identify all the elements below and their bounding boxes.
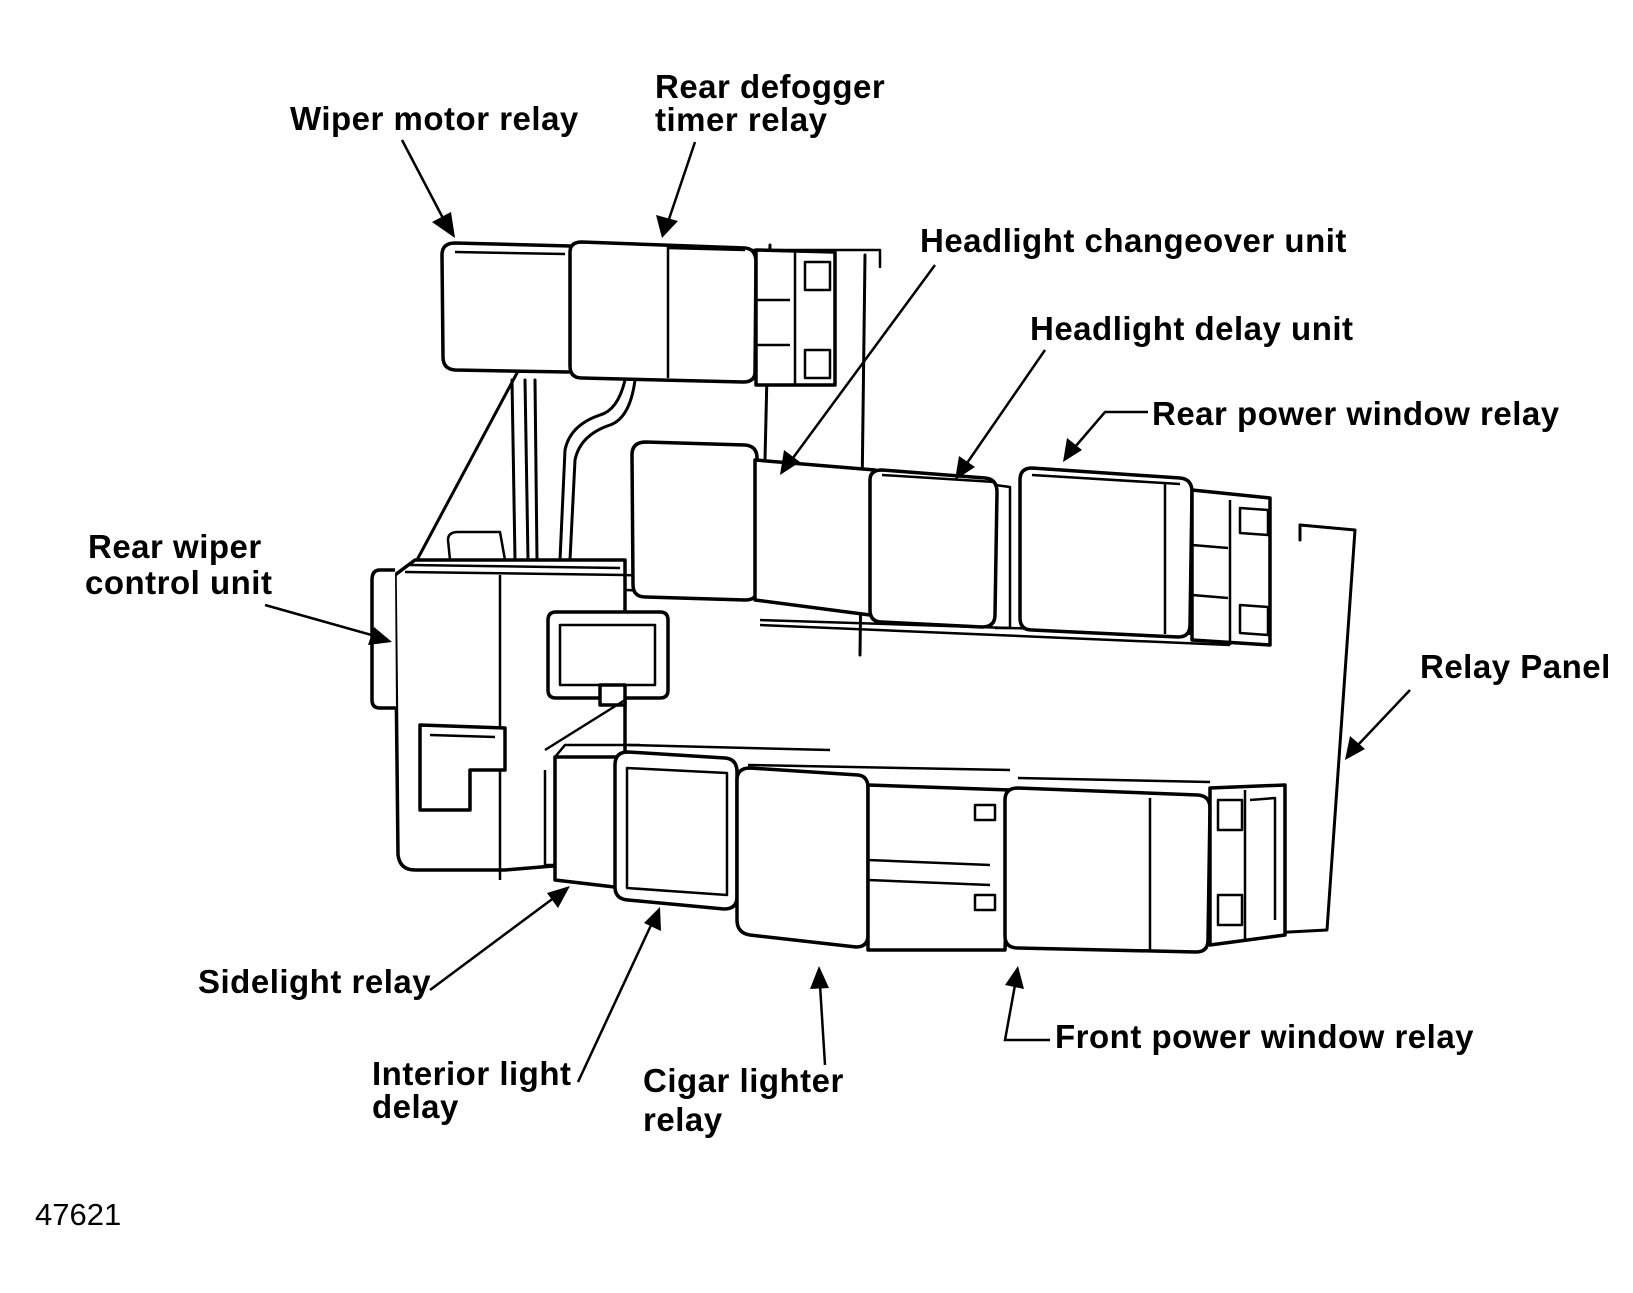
wiper-motor-relay-part — [440, 241, 584, 374]
callout-labels: Wiper motor relay Rear defogger timer re… — [35, 68, 1611, 1232]
label-interior-light-line1: Interior light — [372, 1055, 572, 1092]
upper-connector — [754, 248, 837, 387]
headlight-delay-unit-part — [868, 468, 1012, 630]
lower-right-connector — [1208, 783, 1287, 947]
label-front-power-window-relay: Front power window relay — [1055, 1018, 1474, 1055]
label-relay-panel: Relay Panel — [1420, 648, 1611, 685]
rear-power-window-relay-part — [1018, 466, 1194, 639]
label-cigar-lighter-line1: Cigar lighter — [643, 1062, 844, 1099]
label-cigar-lighter-line2: relay — [643, 1101, 723, 1138]
middle-right-connector — [1190, 488, 1272, 647]
relay-panel-plate — [1268, 523, 1357, 935]
rear-defogger-timer-relay-part — [568, 240, 758, 384]
label-rear-wiper-line2: control unit — [85, 564, 272, 601]
headlight-changeover-unit-body — [753, 458, 877, 617]
lower-middle-block — [866, 783, 1012, 952]
relay-panel-drawing — [370, 240, 1357, 954]
front-power-window-relay-part — [1003, 776, 1212, 954]
figure-number: 47621 — [35, 1197, 121, 1232]
label-headlight-changeover-unit: Headlight changeover unit — [920, 222, 1347, 259]
label-rear-defogger-line2: timer relay — [655, 101, 828, 138]
label-rear-power-window-relay: Rear power window relay — [1152, 395, 1560, 432]
headlight-changeover-unit-part — [630, 440, 759, 602]
label-interior-light-line2: delay — [372, 1088, 459, 1125]
label-rear-defogger-line1: Rear defogger — [655, 68, 885, 105]
label-wiper-motor-relay: Wiper motor relay — [290, 100, 579, 137]
label-headlight-delay-unit: Headlight delay unit — [1030, 310, 1354, 347]
leader-lines — [264, 139, 1411, 1083]
label-sidelight-relay: Sidelight relay — [198, 963, 431, 1000]
label-rear-wiper-line1: Rear wiper — [88, 528, 262, 565]
